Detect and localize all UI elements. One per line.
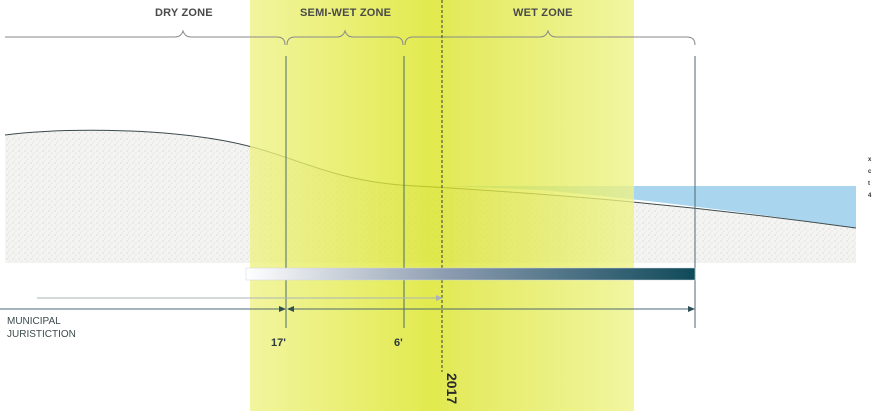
edge-tick-marks: x c t 4: [868, 157, 872, 199]
gray-extent-arrowhead: [436, 295, 443, 301]
wetness-gradient-bar: [245, 267, 696, 281]
municipal-jurisdiction-label-line2: JURISTICTION: [7, 329, 76, 340]
jurisdiction-arrows: [0, 295, 695, 312]
dimension-6-label: 6': [394, 337, 403, 349]
zone-brackets: [5, 29, 696, 46]
semi-wet-zone-label: SEMI-WET ZONE: [300, 7, 391, 19]
year-2017-label: 2017: [444, 373, 460, 404]
wet-zone-label: WET ZONE: [513, 7, 573, 19]
state-arrowhead-right: [688, 306, 695, 312]
edge-tick-2: c: [868, 169, 872, 175]
dry-zone-label: DRY ZONE: [155, 7, 213, 19]
municipal-jurisdiction-label-line1: MUNICIPAL: [7, 316, 61, 327]
dimension-17-label: 17': [271, 337, 286, 349]
edge-tick-3: t: [868, 181, 870, 187]
municipal-arrowhead: [279, 306, 286, 312]
edge-tick-4: 4: [868, 193, 872, 199]
state-arrowhead-left: [287, 306, 294, 312]
water-body: [440, 186, 856, 228]
edge-tick-1: x: [868, 157, 872, 163]
